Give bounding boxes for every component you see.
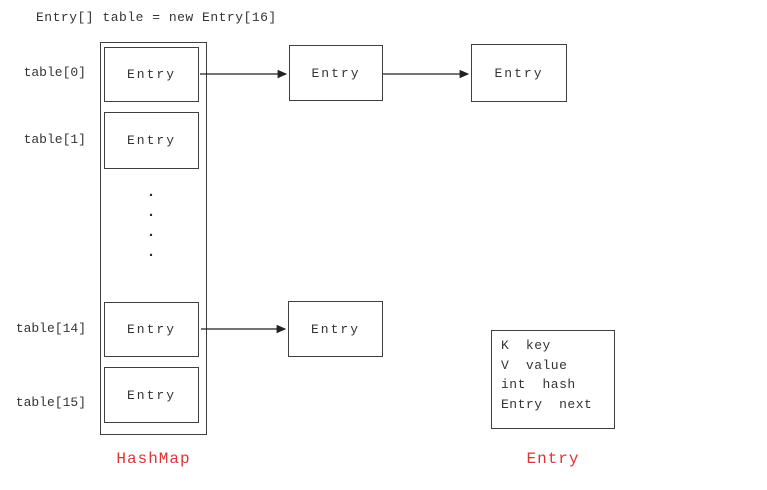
chain-table0-node-1-label: Entry: [311, 65, 361, 81]
array-slot-15-label: Entry: [126, 387, 176, 403]
code-declaration-text: Entry[] table = new Entry[16]: [36, 10, 277, 25]
chain-table0-node-1: Entry: [289, 45, 383, 101]
chain-table14-node-1: Entry: [288, 301, 383, 357]
entry-field-next: Entry next: [501, 396, 593, 412]
array-slot-0-label: Entry: [126, 67, 176, 82]
entry-field-hash: int hash: [501, 377, 576, 392]
array-slot-1-label: Entry: [126, 133, 176, 148]
ellipsis-dots: . . . .: [146, 184, 156, 266]
ellipsis-dot: .: [146, 224, 156, 241]
entry-class-box: K key V value int hash Entry next: [491, 330, 615, 429]
chain-table0-node-2-label: Entry: [494, 65, 544, 81]
ellipsis-dot: .: [146, 184, 156, 201]
array-slot-0: Entry: [104, 47, 199, 102]
array-slot-14: Entry: [104, 302, 199, 357]
entry-caption: Entry: [526, 450, 580, 468]
array-slot-14-label: Entry: [126, 322, 176, 337]
array-slot-15: Entry: [104, 367, 199, 423]
index-label-table-1: table[1]: [23, 132, 86, 147]
index-label-table-14: table[14]: [15, 321, 86, 336]
chain-table0-node-2: Entry: [471, 44, 567, 102]
ellipsis-dot: .: [146, 204, 156, 221]
ellipsis-dot: .: [146, 244, 156, 261]
hashmap-caption: HashMap: [116, 450, 191, 468]
entry-field-value: V value: [501, 357, 568, 373]
chain-table14-node-1-label: Entry: [310, 321, 360, 337]
array-slot-1: Entry: [104, 112, 199, 169]
entry-field-key: K key: [501, 338, 551, 353]
index-label-table-0: table[0]: [23, 65, 86, 80]
index-label-table-15: table[15]: [15, 395, 86, 410]
